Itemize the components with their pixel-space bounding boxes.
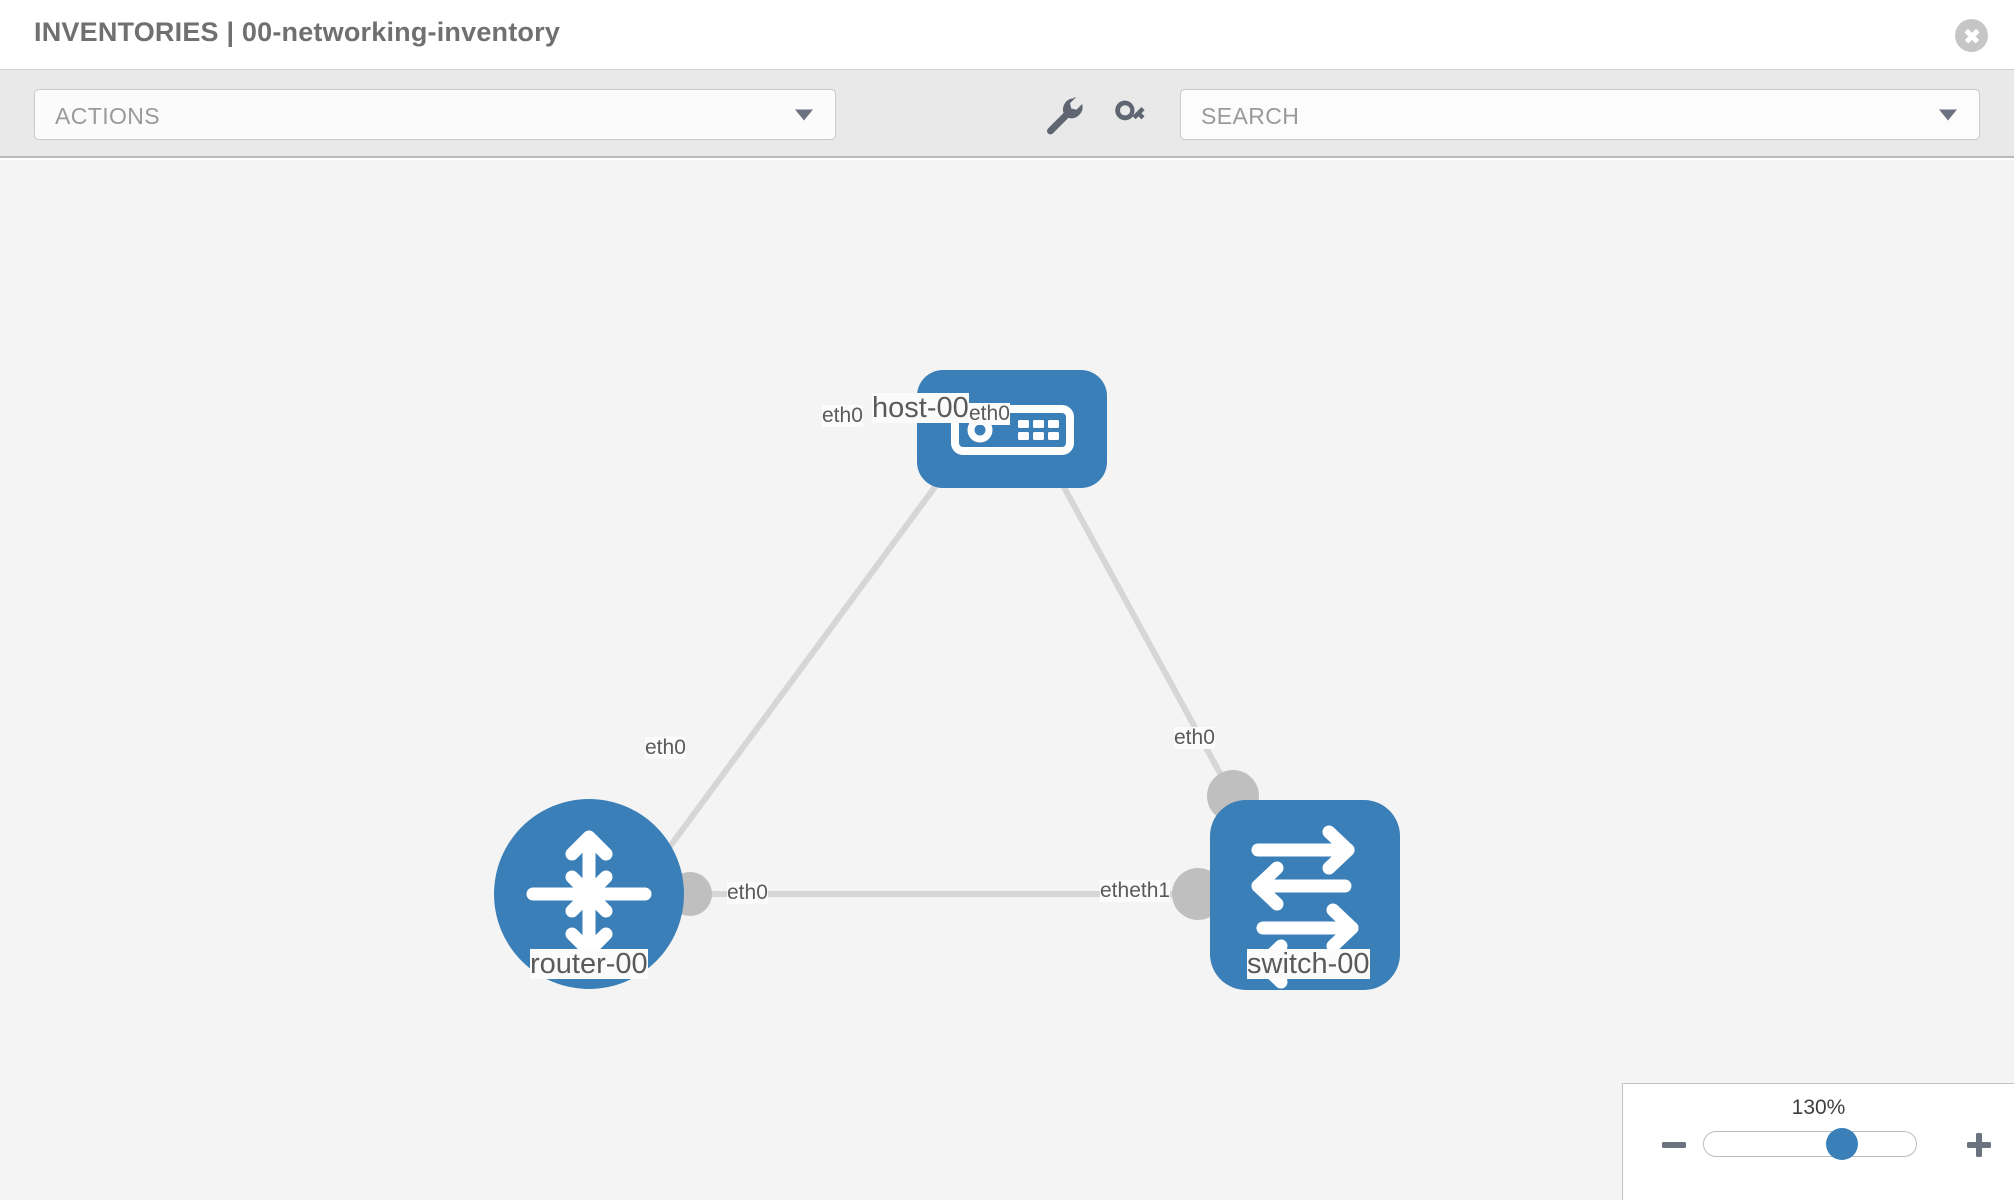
topology-ports bbox=[668, 459, 1259, 920]
page-title: INVENTORIES | 00-networking-inventory bbox=[34, 17, 561, 47]
port-label-router-eth0-uplink: eth0 bbox=[645, 736, 686, 760]
wrench-icon[interactable] bbox=[1042, 94, 1084, 136]
zoom-slider[interactable] bbox=[1703, 1128, 1917, 1160]
node-router-00[interactable] bbox=[494, 799, 684, 989]
close-icon[interactable] bbox=[1955, 19, 1988, 52]
zoom-in-button[interactable] bbox=[1964, 1130, 1994, 1160]
toolbar: ACTIONS SEARCH bbox=[0, 70, 2014, 158]
port-label-switch-eth0: eth0 bbox=[1174, 726, 1215, 750]
actions-dropdown-label: ACTIONS bbox=[55, 103, 161, 129]
node-label-host-00: host-00 bbox=[872, 392, 969, 424]
actions-dropdown[interactable]: ACTIONS bbox=[34, 89, 836, 140]
node-host-00[interactable] bbox=[917, 370, 1107, 488]
edge-host-router[interactable] bbox=[657, 478, 943, 862]
node-label-router-00: router-00 bbox=[530, 948, 648, 980]
port-label-switch-eth1: etheth1 bbox=[1100, 879, 1171, 903]
topology-edges bbox=[657, 478, 1243, 897]
port-label-host-eth0-left: eth0 bbox=[822, 404, 863, 428]
chevron-down-icon bbox=[795, 109, 813, 120]
port-label-host-eth0-right: eth0 bbox=[969, 402, 1010, 426]
search-placeholder: SEARCH bbox=[1201, 103, 1300, 129]
node-label-switch-00: switch-00 bbox=[1247, 948, 1370, 980]
zoom-level-value: 130% bbox=[1791, 1096, 1846, 1119]
topology-canvas[interactable]: host-00 router-00 switch-00 eth0 eth0 et… bbox=[0, 160, 2014, 1200]
key-icon[interactable] bbox=[1110, 94, 1152, 136]
zoom-control-panel: 130% bbox=[1622, 1083, 2014, 1200]
chevron-down-icon bbox=[1939, 109, 1957, 120]
zoom-out-button[interactable] bbox=[1659, 1130, 1689, 1160]
topology-graph bbox=[494, 370, 1400, 990]
edge-host-switch[interactable] bbox=[1057, 478, 1243, 812]
port-label-router-eth0: eth0 bbox=[727, 881, 768, 905]
page-header: INVENTORIES | 00-networking-inventory bbox=[0, 0, 2014, 70]
zoom-slider-thumb[interactable] bbox=[1825, 1128, 1858, 1160]
router-icon bbox=[526, 830, 652, 958]
search-input[interactable]: SEARCH bbox=[1180, 89, 1980, 140]
